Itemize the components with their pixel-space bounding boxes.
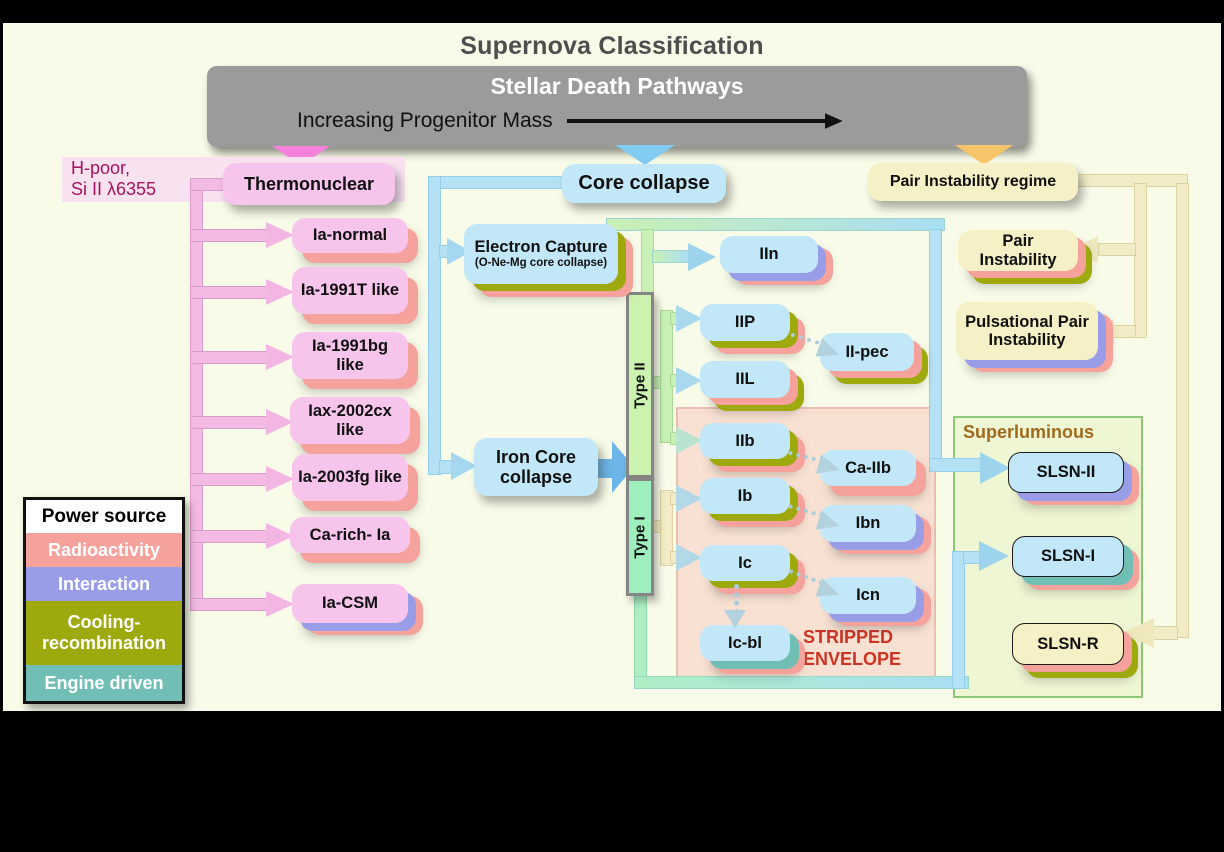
increasing-mass-label: Increasing Progenitor Mass [297, 109, 553, 132]
node-ia-1991t: Ia-1991T like [292, 267, 408, 314]
node-iron-core-collapse: Iron Core collapse [474, 438, 598, 496]
legend-item-radioactivity: Radioactivity [26, 533, 182, 567]
connector-blue-top [428, 176, 567, 189]
legend-item-interaction: Interaction [26, 567, 182, 601]
arrowhead-iip-icon [676, 305, 702, 332]
h-poor-label-line2: Si II λ6355 [71, 179, 157, 200]
node-icn: Icn [820, 577, 916, 614]
node-iax-2002cx: Iax-2002cx like [290, 397, 410, 444]
node-iil: IIL [700, 361, 790, 398]
page-title: Supernova Classification [460, 32, 764, 60]
connector-cream-drop-b [1176, 183, 1189, 638]
node-ib: Ib [700, 478, 790, 514]
connector-frame-right [929, 229, 942, 469]
arrowhead-ia-csm-icon [266, 591, 294, 617]
stellar-death-banner: Stellar Death Pathways Increasing Progen… [207, 66, 1027, 147]
type-ii-bar: Type II [626, 292, 654, 478]
legend-item-engine-driven: Engine driven [26, 665, 182, 701]
type-i-bar: Type I [626, 478, 654, 596]
node-electron-capture: Electron Capture (O-Ne-Mg core collapse) [464, 224, 618, 284]
node-core-collapse: Core collapse [562, 164, 726, 203]
connector-frame-top [606, 218, 945, 231]
electron-capture-sublabel: (O-Ne-Mg core collapse) [474, 256, 608, 269]
node-pulsational-pair-instability: Pulsational Pair Instability [956, 302, 1098, 360]
node-iip: IIP [700, 304, 790, 341]
connector-pink-branch [190, 416, 269, 429]
connector-pink-branch [190, 351, 269, 364]
electron-capture-label: Electron Capture [474, 238, 608, 257]
connector-pink-branch [190, 229, 269, 242]
node-ia-csm: Ia-CSM [292, 584, 408, 623]
legend-title: Power source [26, 500, 182, 533]
connector-slsn2-stub [929, 458, 983, 472]
connector-ironcore-out-stub [598, 459, 614, 478]
diagram-canvas: Supernova Classification Stellar Death P… [3, 23, 1221, 711]
h-poor-label-line1: H-poor, [71, 158, 131, 178]
node-ic-bl: Ic-bl [700, 625, 790, 661]
node-iib: IIb [700, 423, 790, 459]
node-slsn-ii: SLSN-II [1008, 452, 1124, 493]
arrowhead-ia-1991bg-icon [266, 344, 294, 370]
down-arrow-pairinstability-icon [955, 145, 1013, 165]
connector-pink-branch [190, 286, 269, 299]
node-slsn-r: SLSN-R [1012, 623, 1124, 665]
arrowhead-ia-2003fg-icon [266, 466, 294, 492]
arrowhead-iil-icon [676, 367, 702, 394]
node-slsn-i: SLSN-I [1012, 536, 1124, 577]
node-pair-instability-regime: Pair Instability regime [868, 163, 1078, 201]
type-i-label: Type I [631, 515, 649, 559]
type-ii-label: Type II [631, 361, 649, 409]
node-ia-2003fg: Ia-2003fg like [292, 454, 408, 501]
stripped-envelope-label: STRIPPED ENVELOPE [803, 627, 902, 669]
connector-slsnr-stub [1152, 626, 1178, 640]
node-ca-rich-ia: Ca-rich- Ia [290, 517, 410, 553]
node-ia-1991bg: Ia-1991bg like [292, 332, 408, 379]
node-ca-iib: Ca-IIb [820, 450, 916, 486]
node-iin: IIn [720, 236, 818, 273]
connector-pink-vertical [190, 178, 203, 609]
connector-pairinstability-stub [1098, 243, 1136, 256]
arrowhead-iin-icon [688, 243, 716, 271]
node-thermonuclear: Thermonuclear [223, 163, 395, 205]
connector-pink-branch [190, 530, 269, 543]
connector-type1-vertical [660, 490, 673, 566]
power-source-legend: Power source Radioactivity Interaction C… [23, 497, 185, 704]
connector-pulsational-stub [1112, 325, 1136, 338]
superluminous-label: Superluminous [963, 422, 1095, 442]
arrowhead-ia-normal-icon [266, 222, 294, 248]
mass-arrow-line [566, 119, 825, 123]
down-arrow-corecollapse-icon [615, 145, 675, 165]
node-ia-normal: Ia-normal [292, 218, 408, 253]
connector-cream-drop-a [1134, 183, 1147, 338]
connector-bottom-horizontal [634, 676, 969, 689]
connector-bottom-drop [634, 593, 647, 680]
banner-line2: Increasing Progenitor Mass [297, 109, 937, 133]
connector-pink-branch [190, 598, 269, 611]
banner-line1: Stellar Death Pathways [490, 73, 744, 99]
dashed-ic-icbl [734, 584, 739, 614]
connector-blue-vertical [428, 176, 441, 475]
connector-pink-branch [190, 473, 269, 486]
node-ic: Ic [700, 545, 790, 581]
connector-cream-top [1076, 174, 1188, 187]
connector-iin-stub [652, 250, 690, 263]
arrowhead-ia-1991t-icon [266, 279, 294, 305]
connector-bottom-rise [952, 551, 965, 689]
mass-arrow-icon [824, 113, 843, 129]
legend-item-cooling-recombination: Cooling-recombination [26, 601, 182, 665]
node-pair-instability: Pair Instability [958, 230, 1078, 271]
